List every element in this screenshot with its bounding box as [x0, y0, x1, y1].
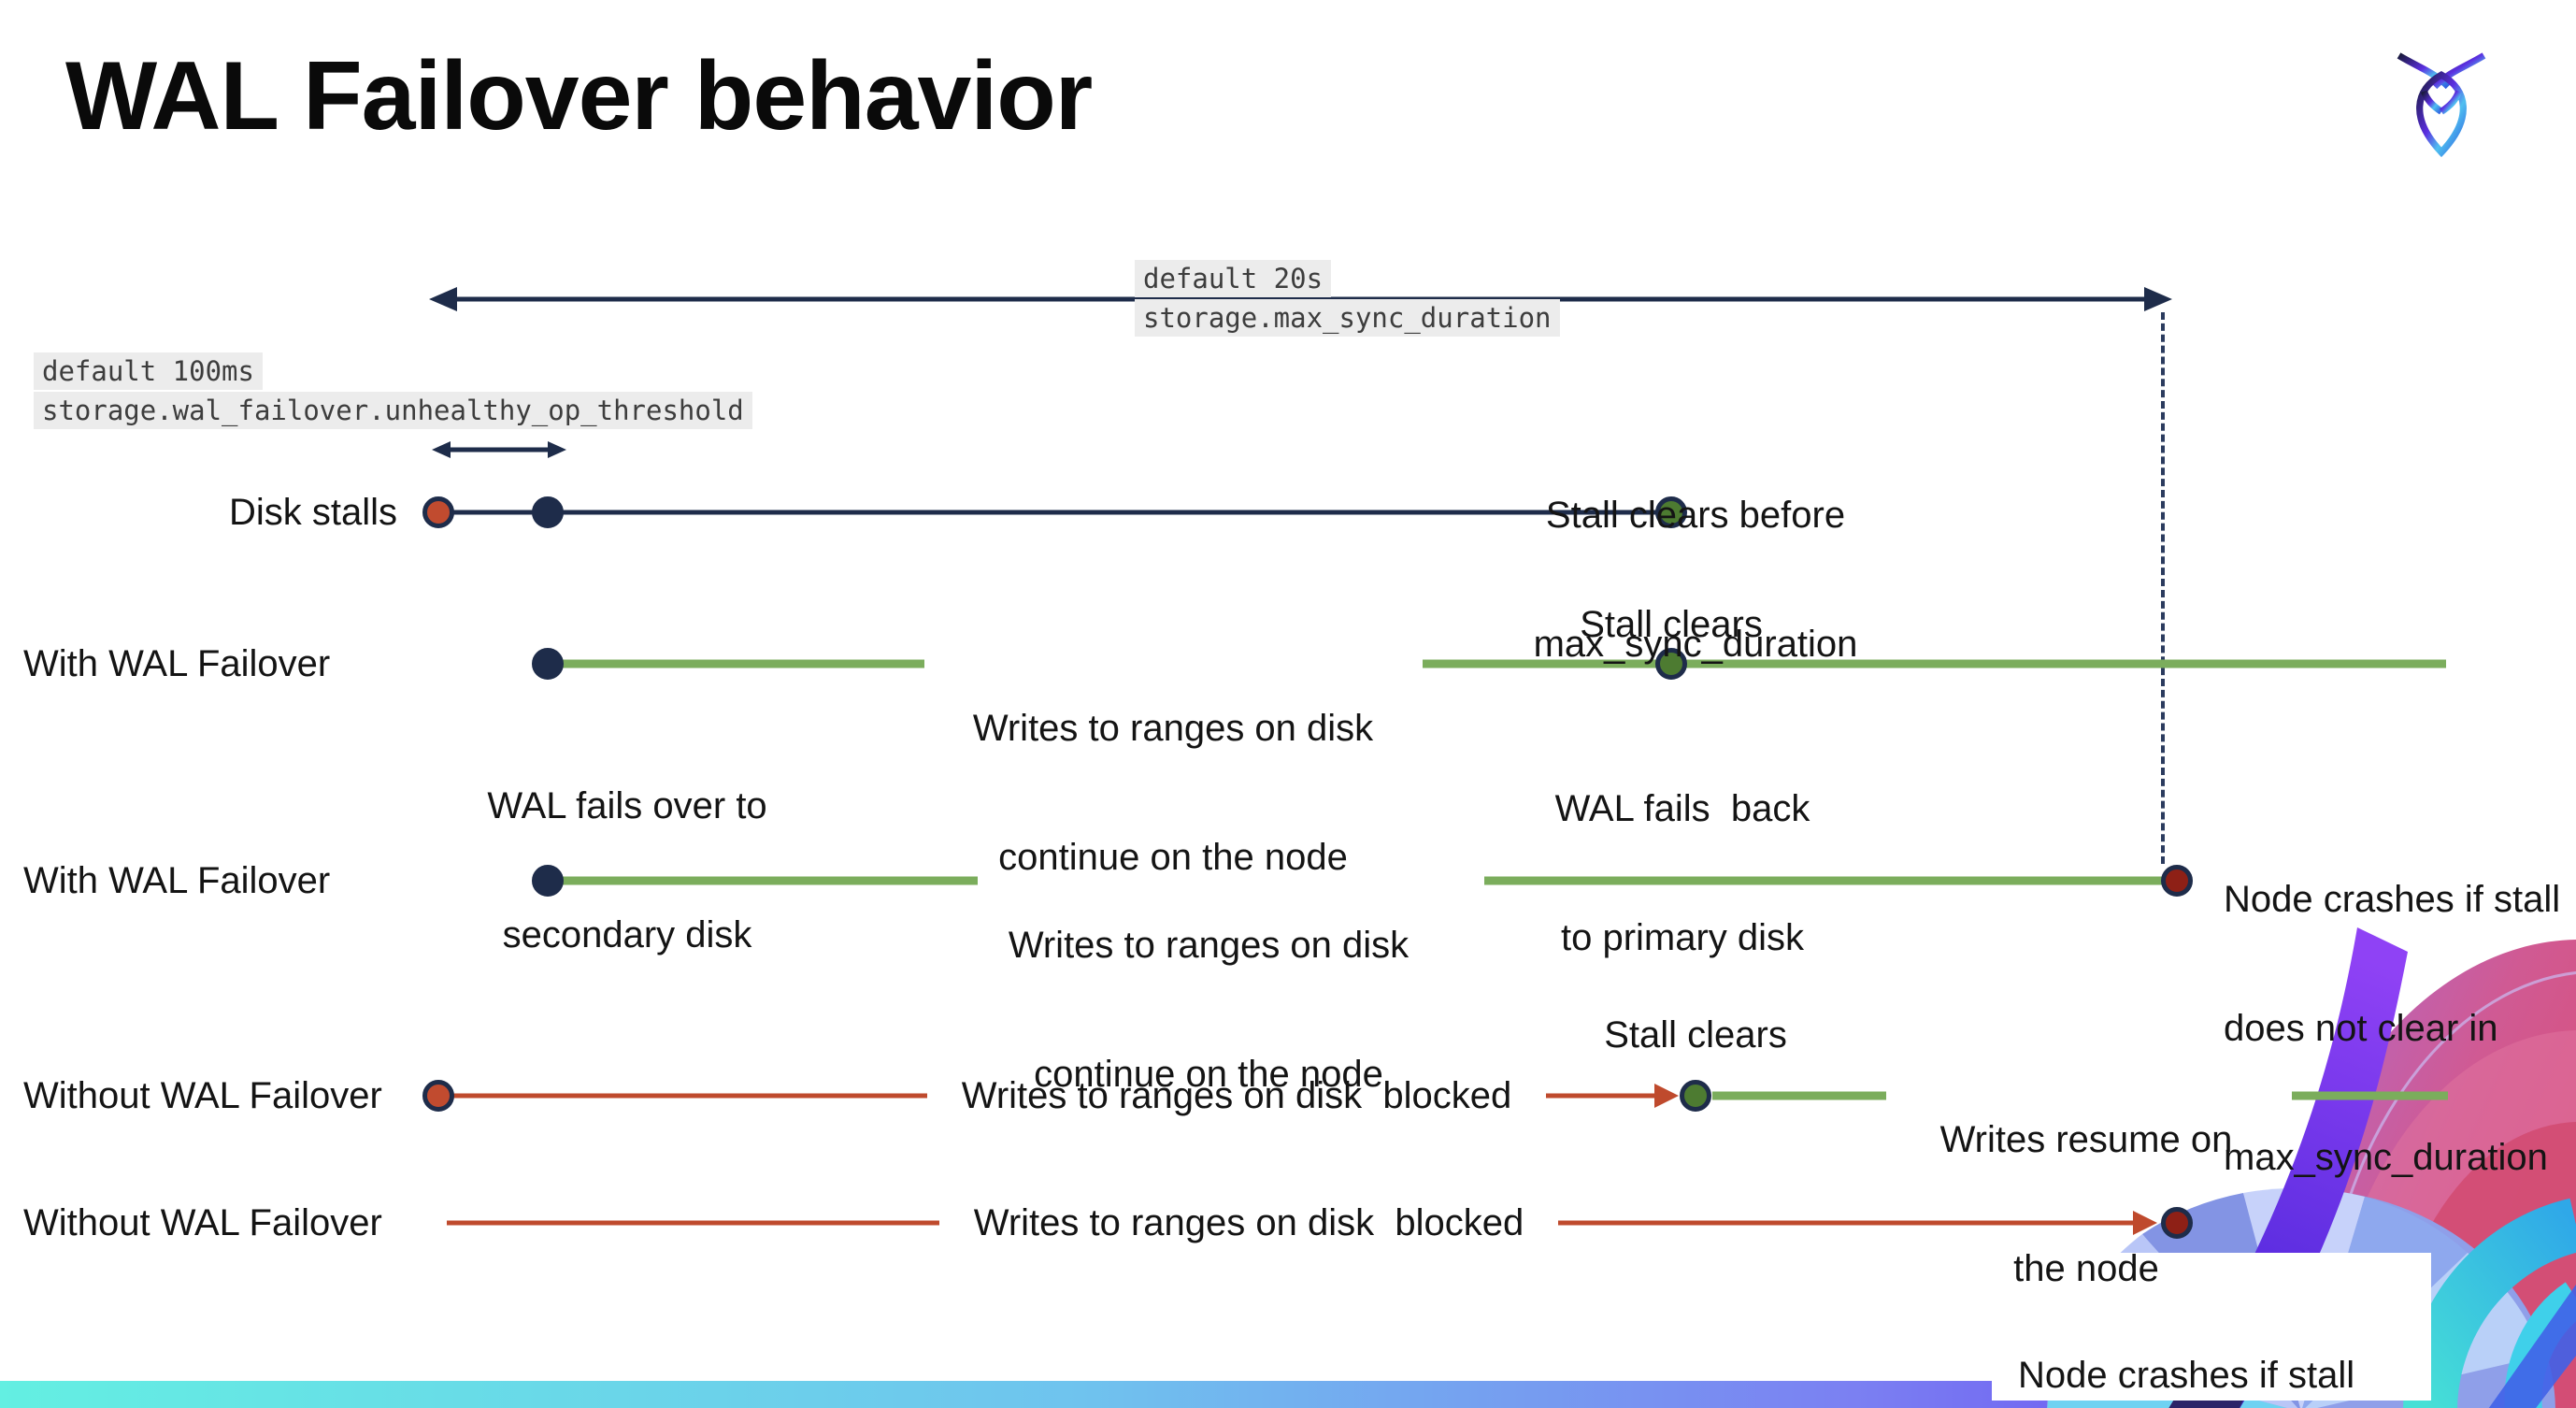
annotation-wal-fails-over: WAL fails over to secondary disk [487, 785, 767, 955]
annotation-writes-continue: Writes to ranges on disk continue on the… [972, 708, 1374, 878]
timeline-line [438, 510, 1671, 515]
timeline-line [1423, 659, 2446, 668]
failover-dot [532, 648, 564, 680]
timeline-line [2292, 1091, 2448, 1100]
node-crash-dot [2161, 865, 2193, 897]
row-label-with-wal-failover: With WAL Failover [23, 643, 331, 684]
stall-clears-dot [1680, 1080, 1711, 1112]
callout-line: Node crashes if stall [2018, 1355, 2355, 1396]
row-label-without-wal-failover: Without WAL Failover [23, 1202, 382, 1243]
failover-threshold-dot [532, 496, 564, 528]
annotation-writes-continue: Writes to ranges on disk continue on the… [1008, 925, 1410, 1095]
page-title: WAL Failover behavior [65, 42, 1093, 151]
timeline-line [1546, 1093, 1656, 1099]
node-crash-callout-box: Node crashes if stall does not clear in … [1992, 1253, 2431, 1401]
arrowhead-left-icon [429, 287, 457, 311]
arrowhead-left-icon [432, 441, 451, 458]
unhealthy-op-setting-label: storage.wal_failover.unhealthy_op_thresh… [34, 392, 752, 429]
threshold-arrow-line [447, 447, 551, 453]
row-label-disk-stalls: Disk stalls [228, 492, 397, 533]
stall-clears-dot [1655, 648, 1687, 680]
row-label-with-wal-failover: With WAL Failover [23, 860, 331, 901]
max-sync-setting-label: storage.max_sync_duration [1135, 299, 1560, 337]
timeline-line [438, 1093, 927, 1099]
annotation-writes-resume: Writes resume on the node [1939, 1119, 2233, 1289]
max-sync-default-label: default 20s [1135, 260, 1332, 297]
artwork-teal-arch [2403, 1198, 2576, 1408]
row-label-without-wal-failover: Without WAL Failover [23, 1075, 382, 1116]
annotation-stall-clears-before: Stall clears before max_sync_duration [1533, 495, 1858, 665]
timeline-line [1484, 876, 2172, 885]
arrowhead-right-icon [1654, 1084, 1679, 1108]
annotation-stall-clears: Stall clears [1604, 1014, 1787, 1056]
deadline-dashed-line [2161, 312, 2165, 864]
timeline-line [447, 1220, 939, 1226]
stall-clears-dot [1655, 496, 1687, 528]
cockroachdb-logo-icon [2397, 52, 2486, 157]
timeline-line [548, 876, 978, 885]
annotation-writes-blocked: Writes to ranges on disk blocked [961, 1075, 1512, 1116]
artwork-purple-ribbon [2168, 927, 2408, 1408]
timeline-line [1712, 1091, 1886, 1100]
arrowhead-right-icon [548, 441, 566, 458]
node-crash-dot [2161, 1207, 2193, 1239]
stall-start-dot [422, 496, 454, 528]
annotation-writes-blocked: Writes to ranges on disk blocked [973, 1202, 1524, 1243]
stall-start-dot [422, 1080, 454, 1112]
arrowhead-right-icon [2144, 287, 2172, 311]
timeline-line [1558, 1220, 2135, 1226]
arrowhead-right-icon [2133, 1211, 2157, 1235]
annotation-node-crashes: Node crashes if stall does not clear in … [2224, 879, 2561, 1178]
annotation-wal-fails-back: WAL fails back to primary disk [1554, 788, 1810, 958]
unhealthy-op-default-label: default 100ms [34, 352, 263, 390]
failover-dot [532, 865, 564, 897]
timeline-line [548, 659, 924, 668]
annotation-stall-clears: Stall clears [1580, 604, 1763, 645]
